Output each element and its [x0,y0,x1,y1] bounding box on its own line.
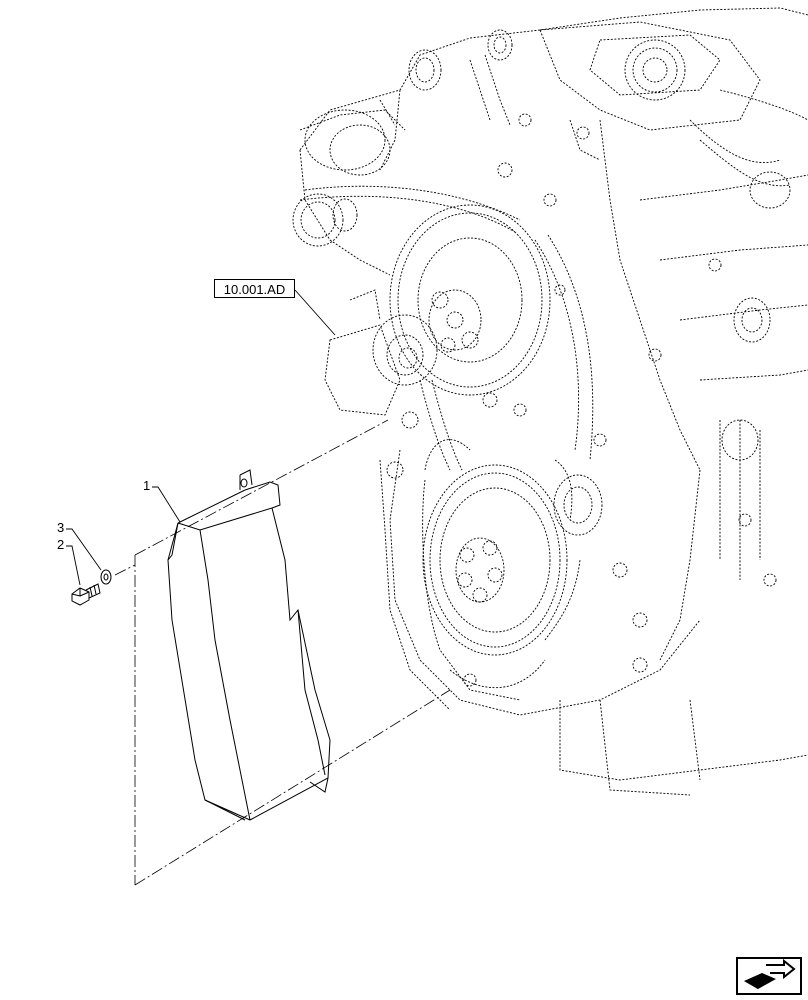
assembly-lines [114,419,451,886]
reference-link[interactable]: 10.001.AD [214,279,295,298]
callout-2: 2 [57,537,65,552]
callout-3: 3 [57,520,65,535]
leader-lines [66,289,336,586]
washer [100,569,112,585]
engine-assembly [292,7,808,796]
callout-1: 1 [143,478,151,493]
bolt [71,583,101,606]
belt-guard-shield [167,469,331,821]
next-page-arrow-icon[interactable] [736,957,802,995]
